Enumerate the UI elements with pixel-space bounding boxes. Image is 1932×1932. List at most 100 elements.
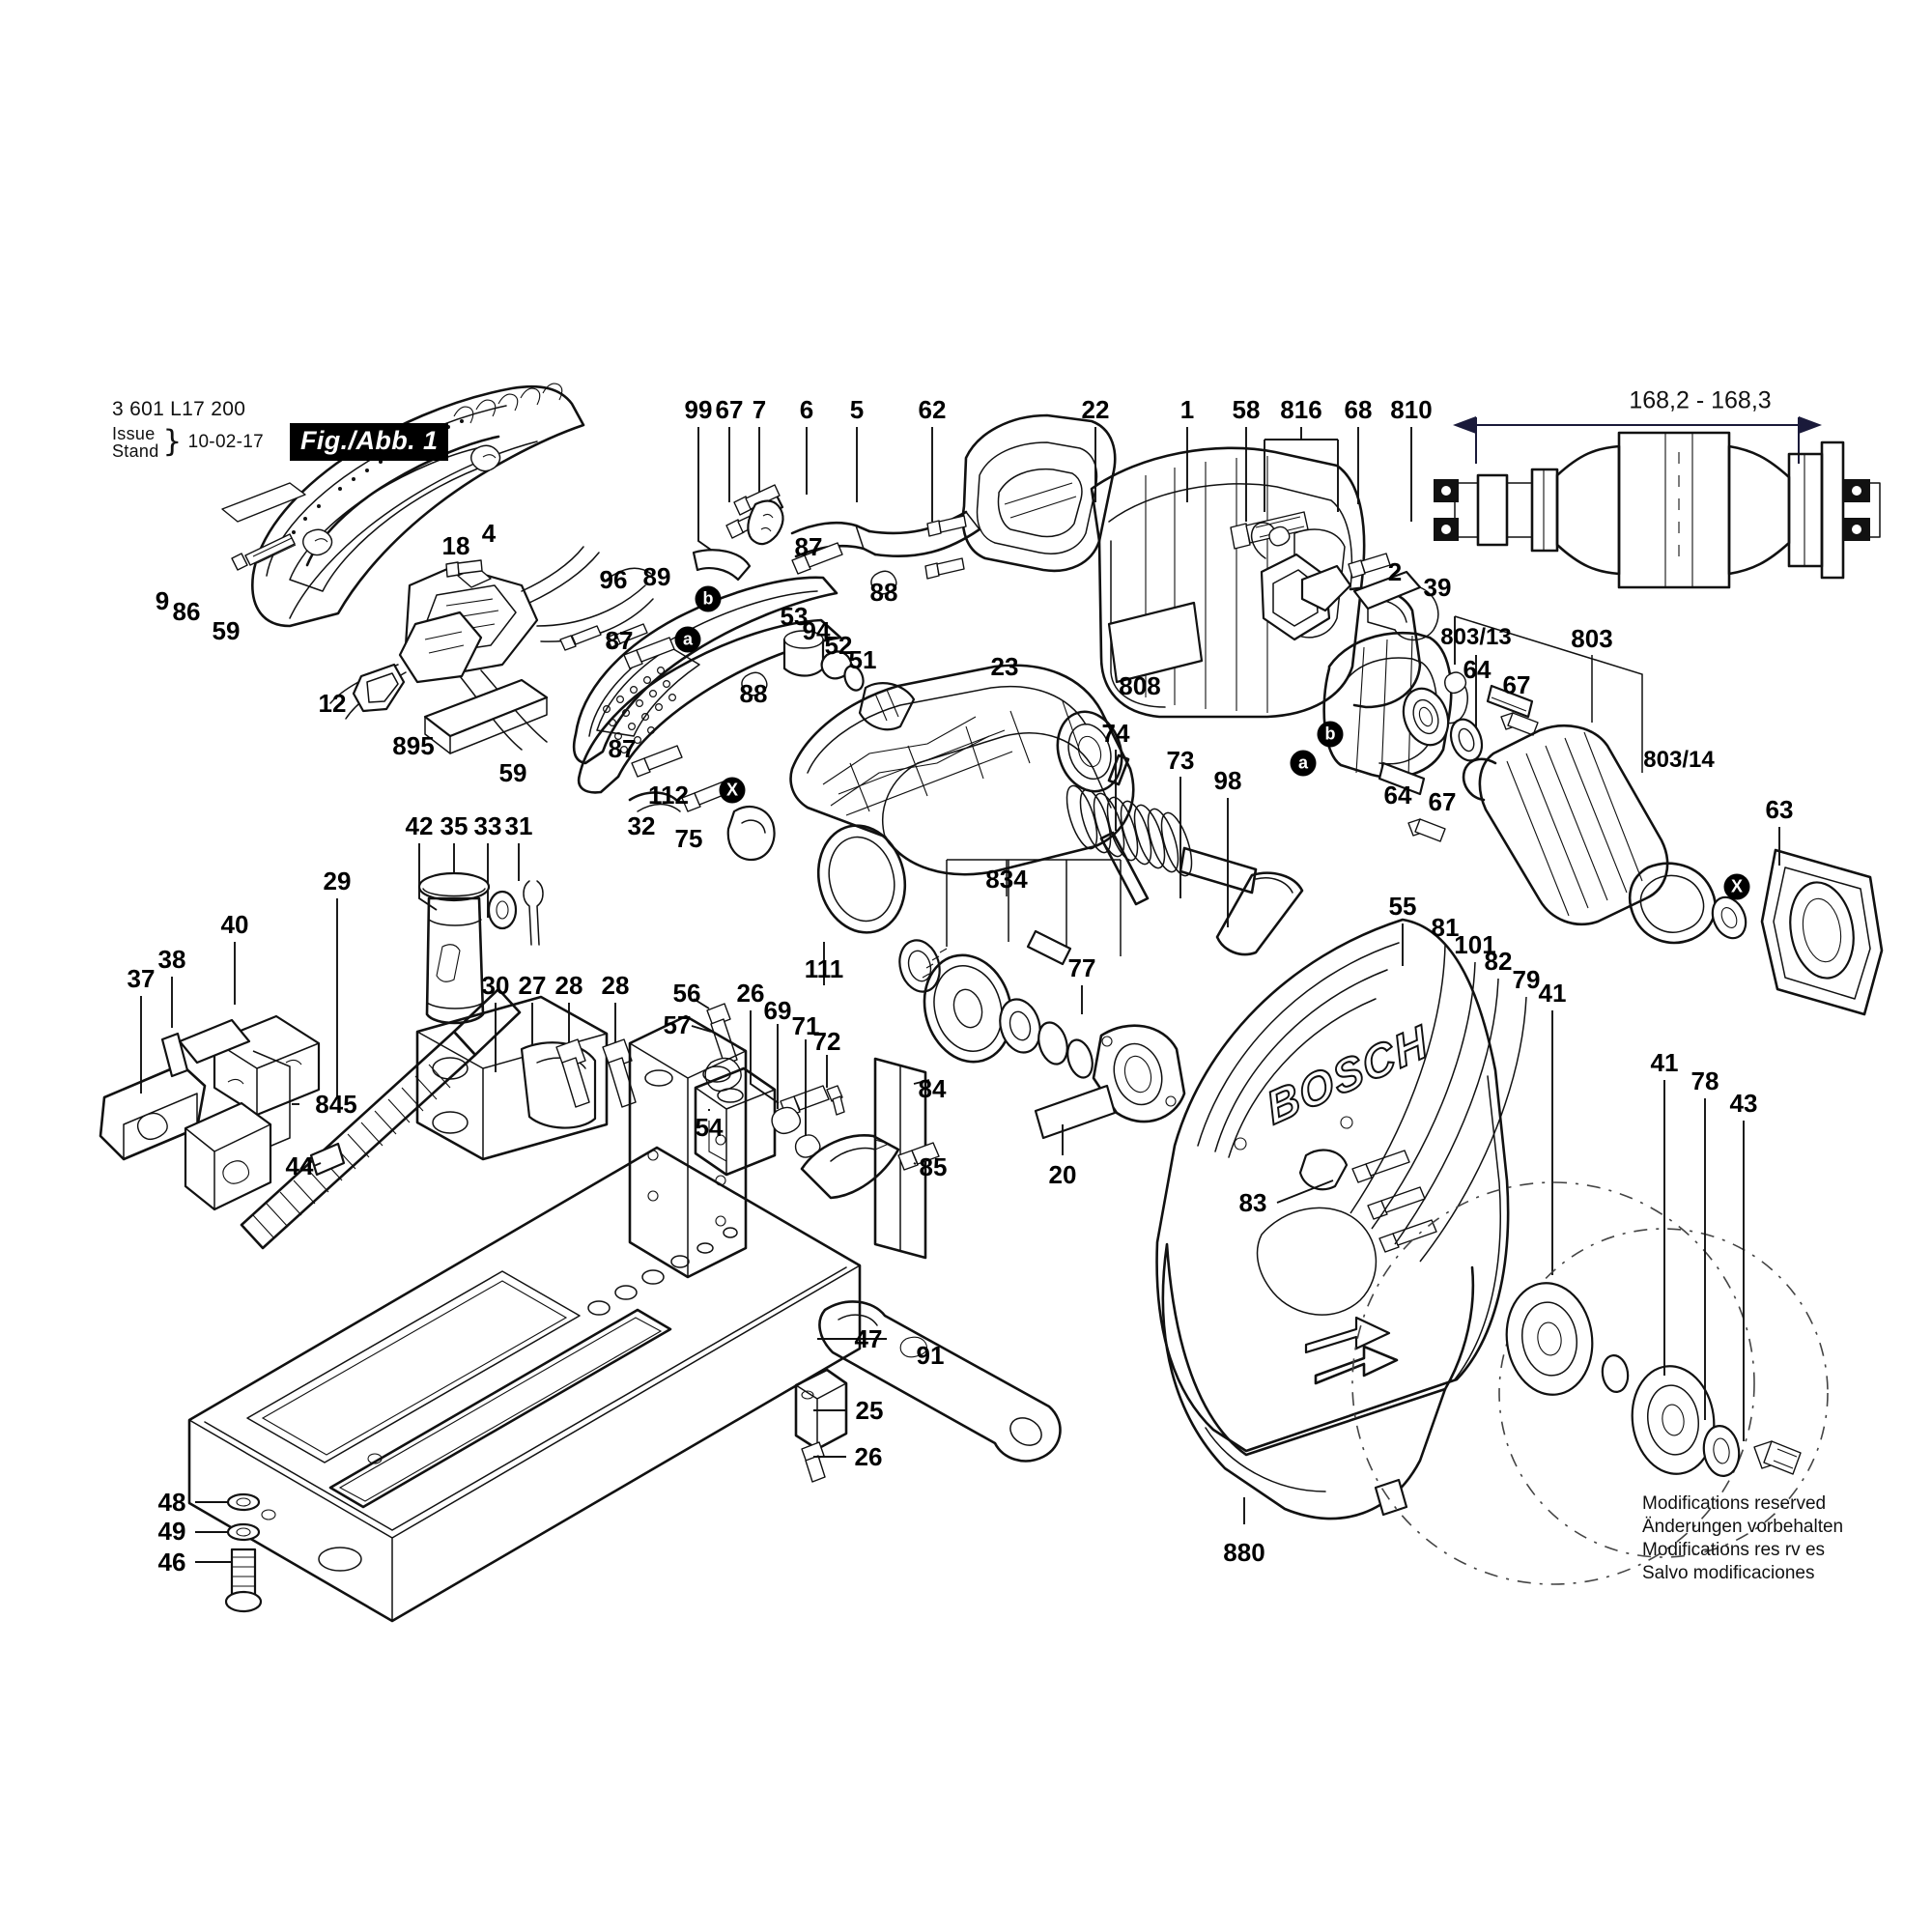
cutting-wheel-group (1351, 1080, 1829, 1585)
callout-68: 68 (1344, 395, 1373, 424)
callout-27: 27 (518, 971, 547, 1000)
callout-49: 49 (157, 1517, 186, 1546)
lower-guard-880 (1161, 1242, 1475, 1524)
callout-20: 20 (1048, 1160, 1077, 1189)
fence-clamp-assembly (99, 843, 544, 1250)
callout-26-b: 26 (854, 1442, 883, 1471)
marker-x-1: X (719, 777, 746, 804)
callout-88-b: 88 (739, 679, 768, 708)
callout-71: 71 (791, 1011, 820, 1040)
notice-line-fr: Modifications res rv es (1642, 1539, 1826, 1560)
callout-84: 84 (918, 1074, 947, 1103)
gear-housing-23 (789, 664, 1135, 985)
screw-86 (231, 533, 297, 571)
callout-89: 89 (642, 562, 671, 591)
trigger-housing-22 (924, 413, 1117, 580)
callout-30: 30 (481, 971, 510, 1000)
callout-112: 112 (648, 781, 689, 810)
callout-67-a: 67 (715, 395, 744, 424)
part-number: 3 601 L17 200 (112, 398, 246, 420)
power-cord-assembly (692, 484, 981, 582)
callout-79: 79 (1512, 965, 1541, 994)
marker-a-1: a (674, 626, 701, 653)
callout-803-13: 803/13 (1440, 624, 1512, 650)
callout-78: 78 (1690, 1066, 1719, 1095)
gear-set-834 (898, 859, 1186, 1123)
callout-28-a: 28 (554, 971, 583, 1000)
callout-72: 72 (812, 1027, 841, 1056)
pivot-bracket-assembly (415, 995, 940, 1260)
callout-77: 77 (1067, 953, 1096, 982)
callout-87-b: 87 (608, 734, 637, 763)
marker-b-1: b (695, 585, 722, 612)
callout-58: 58 (1232, 395, 1261, 424)
callout-55: 55 (1388, 892, 1417, 921)
marker-a-2: a (1290, 750, 1317, 777)
callout-38: 38 (157, 945, 186, 974)
callout-18: 18 (441, 531, 470, 560)
callout-25: 25 (855, 1396, 884, 1425)
notice-line-de: Änderungen vorbehalten (1642, 1516, 1844, 1537)
notice-line-es: Salvo modificaciones (1642, 1562, 1815, 1583)
callout-52: 52 (824, 631, 853, 660)
callout-64-a: 64 (1463, 655, 1492, 684)
field-coil-2 (1322, 632, 1468, 780)
callout-73: 73 (1166, 746, 1195, 775)
callout-87-a: 87 (605, 626, 634, 655)
issue-label: Issue (112, 424, 156, 443)
callout-47: 47 (854, 1324, 883, 1353)
callout-880: 880 (1223, 1538, 1265, 1567)
callout-2: 2 (1387, 557, 1403, 586)
callout-85: 85 (919, 1152, 948, 1181)
marker-b-2: b (1317, 721, 1344, 748)
armature-section-drawing (1434, 416, 1881, 589)
callout-803-14: 803/14 (1643, 747, 1715, 773)
callout-5: 5 (849, 395, 865, 424)
brace-glyph: } (162, 424, 183, 460)
callout-67-c: 67 (1428, 787, 1457, 816)
handle-cover-assembly (221, 383, 585, 628)
callout-63: 63 (1765, 795, 1794, 824)
callout-87-c: 87 (794, 532, 823, 561)
callout-101: 101 (1454, 930, 1496, 959)
callout-9: 9 (155, 586, 170, 615)
callout-64-b: 64 (1383, 781, 1412, 810)
callout-46: 46 (157, 1548, 186, 1577)
issue-date-block: Issue Stand } 10-02-17 (112, 425, 264, 461)
callout-12: 12 (318, 689, 347, 718)
callout-94: 94 (802, 616, 831, 645)
callout-75: 75 (674, 824, 703, 853)
armature-assembly-803 (1378, 615, 1780, 945)
spindle-spring-assembly (1065, 750, 1304, 956)
end-cap-63 (1760, 848, 1884, 1016)
callout-99: 99 (684, 395, 713, 424)
callout-51: 51 (848, 645, 877, 674)
callout-803: 803 (1571, 624, 1613, 653)
callout-86: 86 (172, 597, 201, 626)
callout-41-a: 41 (1538, 979, 1567, 1008)
callout-69: 69 (763, 996, 792, 1025)
marker-x-2: X (1723, 873, 1750, 900)
callout-62: 62 (918, 395, 947, 424)
callout-26-a: 26 (736, 979, 765, 1008)
screw-18 (445, 559, 483, 578)
callout-6: 6 (799, 395, 814, 424)
callout-4: 4 (481, 519, 497, 548)
callout-88-a: 88 (869, 578, 898, 607)
callout-834: 834 (985, 865, 1028, 894)
callout-42: 42 (405, 811, 434, 840)
callout-31: 31 (504, 811, 533, 840)
callout-96: 96 (599, 565, 628, 594)
base-table-assembly (187, 1014, 1062, 1623)
callout-33: 33 (473, 811, 502, 840)
callout-53: 53 (780, 602, 809, 631)
callout-59-a: 59 (212, 616, 241, 645)
callout-845: 845 (315, 1090, 357, 1119)
blade-guard-55 (1034, 918, 1553, 1453)
callout-895: 895 (392, 731, 435, 760)
callout-67-b: 67 (1502, 670, 1531, 699)
motor-housing-assembly (1090, 446, 1422, 719)
callout-22: 22 (1081, 395, 1110, 424)
callout-816: 816 (1280, 395, 1322, 424)
